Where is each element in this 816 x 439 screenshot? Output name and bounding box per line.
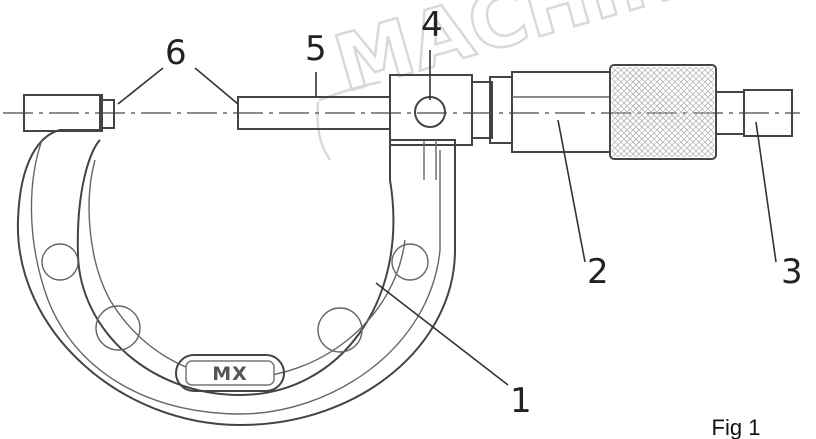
callout-label-6: 6 (165, 33, 187, 73)
knurl-line (695, 138, 715, 158)
brand-logo-text: MX (212, 363, 248, 385)
frame (16, 94, 456, 427)
watermark-text: MACHINE (325, 0, 742, 110)
knurl-line (683, 66, 715, 98)
knurl-line (629, 66, 715, 152)
knurl-line (689, 66, 715, 92)
knurl-line (707, 66, 715, 74)
brand-logo: MX (175, 354, 285, 392)
lock-nut (414, 96, 446, 128)
knurl-line (647, 90, 715, 158)
callout-label-1: 1 (510, 381, 532, 421)
knurled-grip (609, 64, 717, 160)
leader-lines (117, 50, 777, 386)
knurl-line (701, 66, 715, 80)
knurl-line (671, 66, 715, 110)
knurl-line (659, 102, 715, 158)
frame-hole (391, 243, 429, 281)
callout-label-4: 4 (421, 5, 443, 45)
leader-line-2 (557, 119, 586, 263)
leader-line-6b (194, 67, 239, 105)
knurl-line (635, 66, 715, 146)
knurl-line (665, 66, 715, 116)
frame-hole (95, 305, 141, 351)
knurl-line (653, 96, 715, 158)
knurl-line (695, 66, 715, 86)
knurl-line (683, 126, 715, 158)
knurl-line (677, 120, 715, 158)
knurl-line (701, 144, 715, 158)
knurl-line (653, 66, 715, 128)
leader-line-1 (375, 282, 509, 386)
figure-caption: Fig 1 (712, 415, 761, 439)
callouts: 1 2 3 4 5 6 (165, 5, 803, 421)
leader-line-6a (117, 67, 164, 105)
knurl-line (707, 150, 715, 158)
callout-label-3: 3 (781, 252, 803, 292)
knurl-line (665, 108, 715, 158)
knurl-line (647, 66, 715, 134)
barrel-collar (489, 76, 513, 144)
knurl-line (671, 114, 715, 158)
frame-hole (317, 307, 363, 353)
ratchet-stop (715, 89, 793, 137)
knurl-line (677, 66, 715, 104)
frame-hole (41, 243, 79, 281)
leader-line-3 (755, 121, 777, 263)
knurl-line (689, 132, 715, 158)
knurl-line (635, 78, 715, 158)
callout-label-5: 5 (305, 29, 327, 69)
knurl-line (629, 72, 715, 158)
callout-label-2: 2 (587, 252, 609, 292)
